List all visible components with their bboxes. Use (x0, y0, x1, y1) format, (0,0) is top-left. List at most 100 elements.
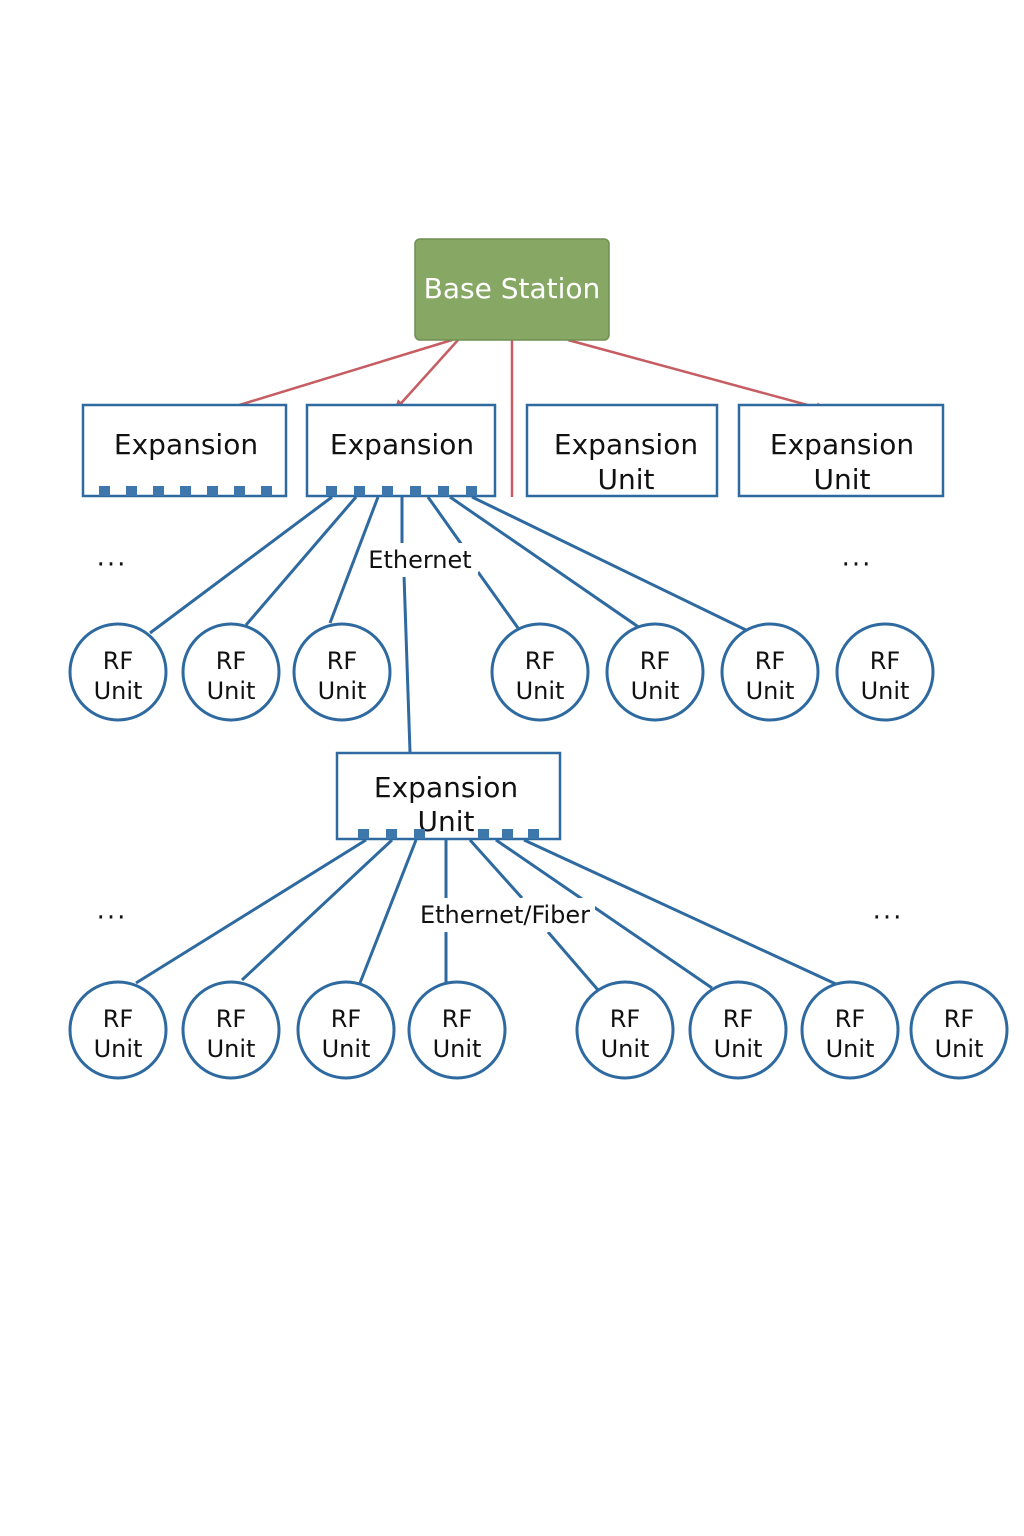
rf-unit-label-line2: Unit (94, 677, 143, 705)
rf-unit-label-line1: RF (755, 647, 785, 675)
rf-unit-label-line2: Unit (746, 677, 795, 705)
rf-unit-label-line2: Unit (601, 1035, 650, 1063)
rf-unit-label-line2: Unit (826, 1035, 875, 1063)
rf-unit-circle (688, 980, 788, 1080)
rf-unit-circle (181, 980, 281, 1080)
expansion-unit-4: Expansion Unit (737, 403, 945, 498)
link-bs-to-expansion-2 (393, 339, 459, 412)
expansion-unit-2: Expansion (305, 403, 497, 498)
rf-unit-label-line2: Unit (935, 1035, 984, 1063)
port-4 (478, 829, 489, 839)
rf-unit-label-line2: Unit (516, 677, 565, 705)
link-sub-rf7 (523, 838, 839, 987)
port-2 (354, 486, 365, 496)
rf-unit-label-line1: RF (103, 647, 133, 675)
link-sub-rf6 (495, 838, 713, 990)
port-5 (438, 486, 449, 496)
rf-unit-circle (909, 980, 1009, 1080)
expansion-unit-4-label-line1: Expansion (770, 428, 914, 461)
rf-unit-label-line1: RF (640, 647, 670, 675)
rf-unit-circle (575, 980, 675, 1080)
ellipsis-row2-right: ... (873, 896, 904, 926)
base-station-label: Base Station (424, 272, 601, 305)
ethernet-label: Ethernet (368, 546, 471, 574)
rf-unit-label-line1: RF (723, 1005, 753, 1033)
expansion-unit-3: Expansion Unit (525, 403, 719, 498)
port-6 (234, 486, 245, 496)
link-exp2-rf3 (328, 496, 380, 624)
link-exp2-rf5 (449, 495, 641, 630)
rf-unit-circle (800, 980, 900, 1080)
base-station-links (208, 338, 828, 497)
rf-unit-label-line1: RF (331, 1005, 361, 1033)
link-exp2-rf4-lower (476, 571, 520, 629)
rf-unit-circle (720, 622, 820, 722)
rf-unit-label-line2: Unit (207, 1035, 256, 1063)
rf-unit-label-line2: Unit (318, 677, 367, 705)
expansion-unit-1-ports (99, 486, 272, 496)
rf-unit-label-line1: RF (216, 1005, 246, 1033)
port-5 (207, 486, 218, 496)
rf-unit-label-line2: Unit (861, 677, 910, 705)
port-4 (410, 486, 421, 496)
rf-unit-circle (68, 622, 168, 722)
rf-unit-circle (296, 980, 396, 1080)
link-sub-rf5-upper (468, 838, 524, 900)
ellipsis-row1-left: ... (97, 543, 128, 573)
rf-unit-label-line1: RF (610, 1005, 640, 1033)
rf-unit-row-1: RFUnitRFUnitRFUnitRFUnitRFUnitRFUnitRFUn… (68, 622, 935, 722)
rf-unit-circle (292, 622, 392, 722)
port-1 (99, 486, 110, 496)
expansion-unit-3-label-line1: Expansion (554, 428, 698, 461)
rf-unit-label-line2: Unit (631, 677, 680, 705)
expansion-unit-4-label-line2: Unit (814, 463, 871, 496)
rf-unit-label-line1: RF (870, 647, 900, 675)
rf-unit-circle (490, 622, 590, 722)
rf-unit-circle (835, 622, 935, 722)
port-1 (358, 829, 369, 839)
rf-unit-label-line1: RF (103, 1005, 133, 1033)
rf-unit-label-line1: RF (442, 1005, 472, 1033)
port-1 (326, 486, 337, 496)
rf-unit-label-line1: RF (327, 647, 357, 675)
port-6 (466, 486, 477, 496)
rf-unit-label-line1: RF (944, 1005, 974, 1033)
port-6 (528, 829, 539, 839)
link-sub-rf3 (358, 839, 418, 984)
rf-unit-row-2: RFUnitRFUnitRFUnitRFUnitRFUnitRFUnitRFUn… (68, 980, 1009, 1080)
expansion-unit-3-label-line2: Unit (598, 463, 655, 496)
expansion-unit-1: Expansion (81, 403, 288, 498)
rf-unit-label-line1: RF (216, 647, 246, 675)
rf-unit-label-line2: Unit (94, 1035, 143, 1063)
rf-unit-label-line1: RF (835, 1005, 865, 1033)
port-3 (414, 829, 425, 839)
link-exp2-rf1 (149, 495, 333, 635)
rf-unit-circle (407, 980, 507, 1080)
link-exp2-rf6 (471, 495, 747, 632)
rf-unit-label-line2: Unit (714, 1035, 763, 1063)
rf-unit-label-line2: Unit (433, 1035, 482, 1063)
base-station: Base Station (414, 238, 610, 341)
ethernet-fiber-label: Ethernet/Fiber (420, 901, 590, 929)
ellipsis-row2-left: ... (97, 896, 128, 926)
link-exp2-rf4-upper (426, 496, 464, 546)
sub-expansion-unit: Expansion Unit (335, 751, 562, 841)
port-5 (502, 829, 513, 839)
rf-unit-circle (68, 980, 168, 1080)
link-sub-rf2 (240, 838, 394, 982)
